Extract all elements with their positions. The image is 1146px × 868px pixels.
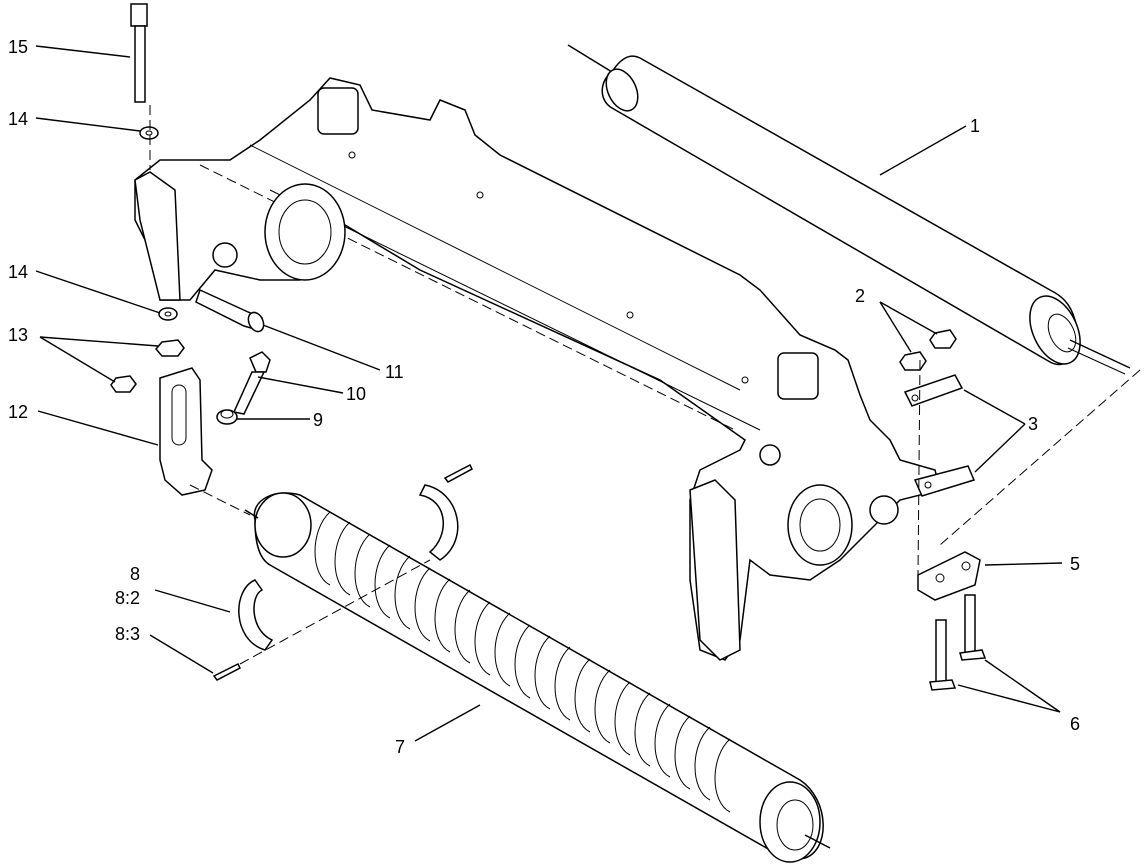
clamp-8 (238, 484, 459, 651)
bracket-12 (159, 367, 213, 496)
callout-5: 5 (1070, 554, 1080, 574)
bolt-15 (130, 3, 148, 103)
callout-6: 6 (1070, 714, 1080, 734)
leader-lines (35, 45, 1063, 742)
bushing-9 (216, 409, 238, 425)
front-roller (567, 44, 1131, 375)
bolt-10 (232, 351, 271, 415)
callout-1: 1 (970, 116, 980, 136)
callout-14-lower: 14 (8, 262, 28, 282)
callout-7: 7 (395, 737, 405, 757)
nuts-2 (899, 329, 957, 371)
callout-labels: 15 14 14 13 12 11 10 9 1 2 3 5 6 7 8 8:2… (8, 37, 1080, 757)
callout-15: 15 (8, 37, 28, 57)
rear-roller (244, 492, 831, 863)
callout-8: 8 (130, 564, 140, 584)
callout-12: 12 (8, 402, 28, 422)
clamp-5 (917, 551, 981, 601)
callout-14-upper: 14 (8, 109, 28, 129)
nut-13 (110, 339, 185, 393)
callout-9: 9 (313, 410, 323, 430)
callout-2: 2 (855, 286, 865, 306)
callout-8-3: 8:3 (115, 624, 140, 644)
washer-14-upper (139, 126, 159, 140)
pin-11 (195, 288, 265, 333)
callout-3: 3 (1028, 414, 1038, 434)
bolts-6 (929, 594, 987, 691)
roller-ribs (314, 511, 731, 813)
callout-8-2: 8:2 (115, 588, 140, 608)
callout-10: 10 (346, 384, 366, 404)
screw-8-3 (212, 463, 473, 681)
callout-13: 13 (8, 325, 28, 345)
callout-11: 11 (385, 362, 404, 382)
main-frame (134, 77, 941, 661)
washer-14-lower (158, 307, 178, 321)
